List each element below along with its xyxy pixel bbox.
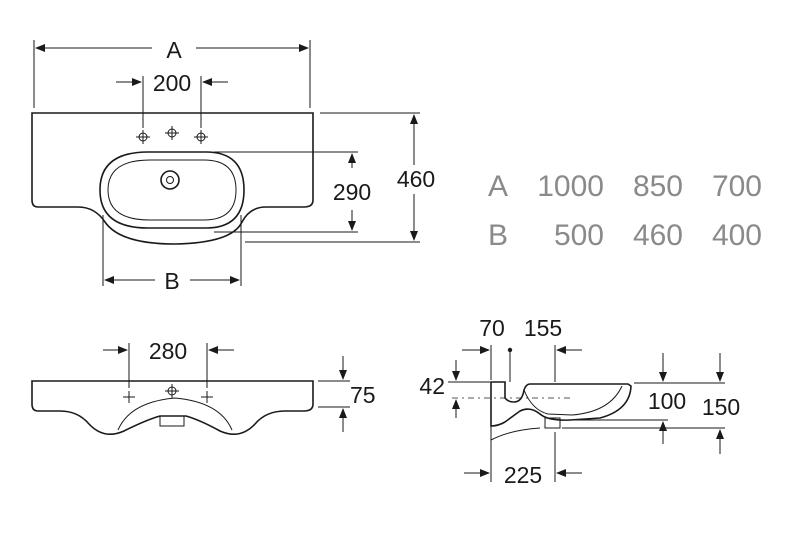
side-tap-marker xyxy=(507,347,513,353)
front-tap-center xyxy=(165,384,179,398)
dim-42-label: 42 xyxy=(419,373,445,399)
dim-460-label: 460 xyxy=(397,166,435,192)
side-view-section xyxy=(490,381,632,427)
size-table-b-2: 460 xyxy=(633,219,683,252)
dim-a-label: A xyxy=(166,37,182,63)
front-tap-left xyxy=(123,391,135,403)
tap-hole-center xyxy=(165,126,179,140)
size-table-a-1: 1000 xyxy=(537,170,604,203)
size-table-a-3: 700 xyxy=(712,170,762,203)
side-view-bowl-inner xyxy=(523,385,623,416)
dim-225-label: 225 xyxy=(504,462,542,488)
dim-280-label: 280 xyxy=(149,338,187,364)
front-view-drain xyxy=(159,415,185,427)
front-tap-right xyxy=(201,391,213,403)
front-view-outline xyxy=(31,380,314,436)
dim-150-label: 150 xyxy=(702,394,740,420)
dim-70-label: 70 xyxy=(479,315,505,341)
side-view-pedestal xyxy=(490,426,541,441)
side-view: 70 155 42 100 150 225 xyxy=(419,315,740,488)
tap-hole-right xyxy=(194,130,208,144)
tap-hole-left xyxy=(136,130,150,144)
size-table-b-1: 500 xyxy=(554,219,604,252)
dim-75-label: 75 xyxy=(350,382,376,408)
top-view: A 200 290 460 B xyxy=(31,37,435,294)
top-view-outline xyxy=(31,112,314,245)
drain-inner xyxy=(166,176,174,184)
size-table-key-a: A xyxy=(488,170,508,203)
bowl-outer xyxy=(99,151,245,229)
bowl-inner xyxy=(107,159,237,221)
front-view-bowl-curve xyxy=(117,397,233,431)
drain-outer xyxy=(160,170,180,190)
side-view-drain xyxy=(544,417,561,429)
size-table-key-b: B xyxy=(488,219,508,252)
front-view: 280 75 xyxy=(31,338,376,436)
dim-200-label: 200 xyxy=(153,70,191,96)
size-table: A 1000 850 700 B 500 460 400 xyxy=(488,170,762,252)
dim-b-label: B xyxy=(164,268,179,294)
size-table-a-2: 850 xyxy=(633,170,683,203)
dim-290-label: 290 xyxy=(333,179,371,205)
size-table-b-3: 400 xyxy=(712,219,762,252)
dim-155-label: 155 xyxy=(524,315,562,341)
dim-100-label: 100 xyxy=(648,388,686,414)
